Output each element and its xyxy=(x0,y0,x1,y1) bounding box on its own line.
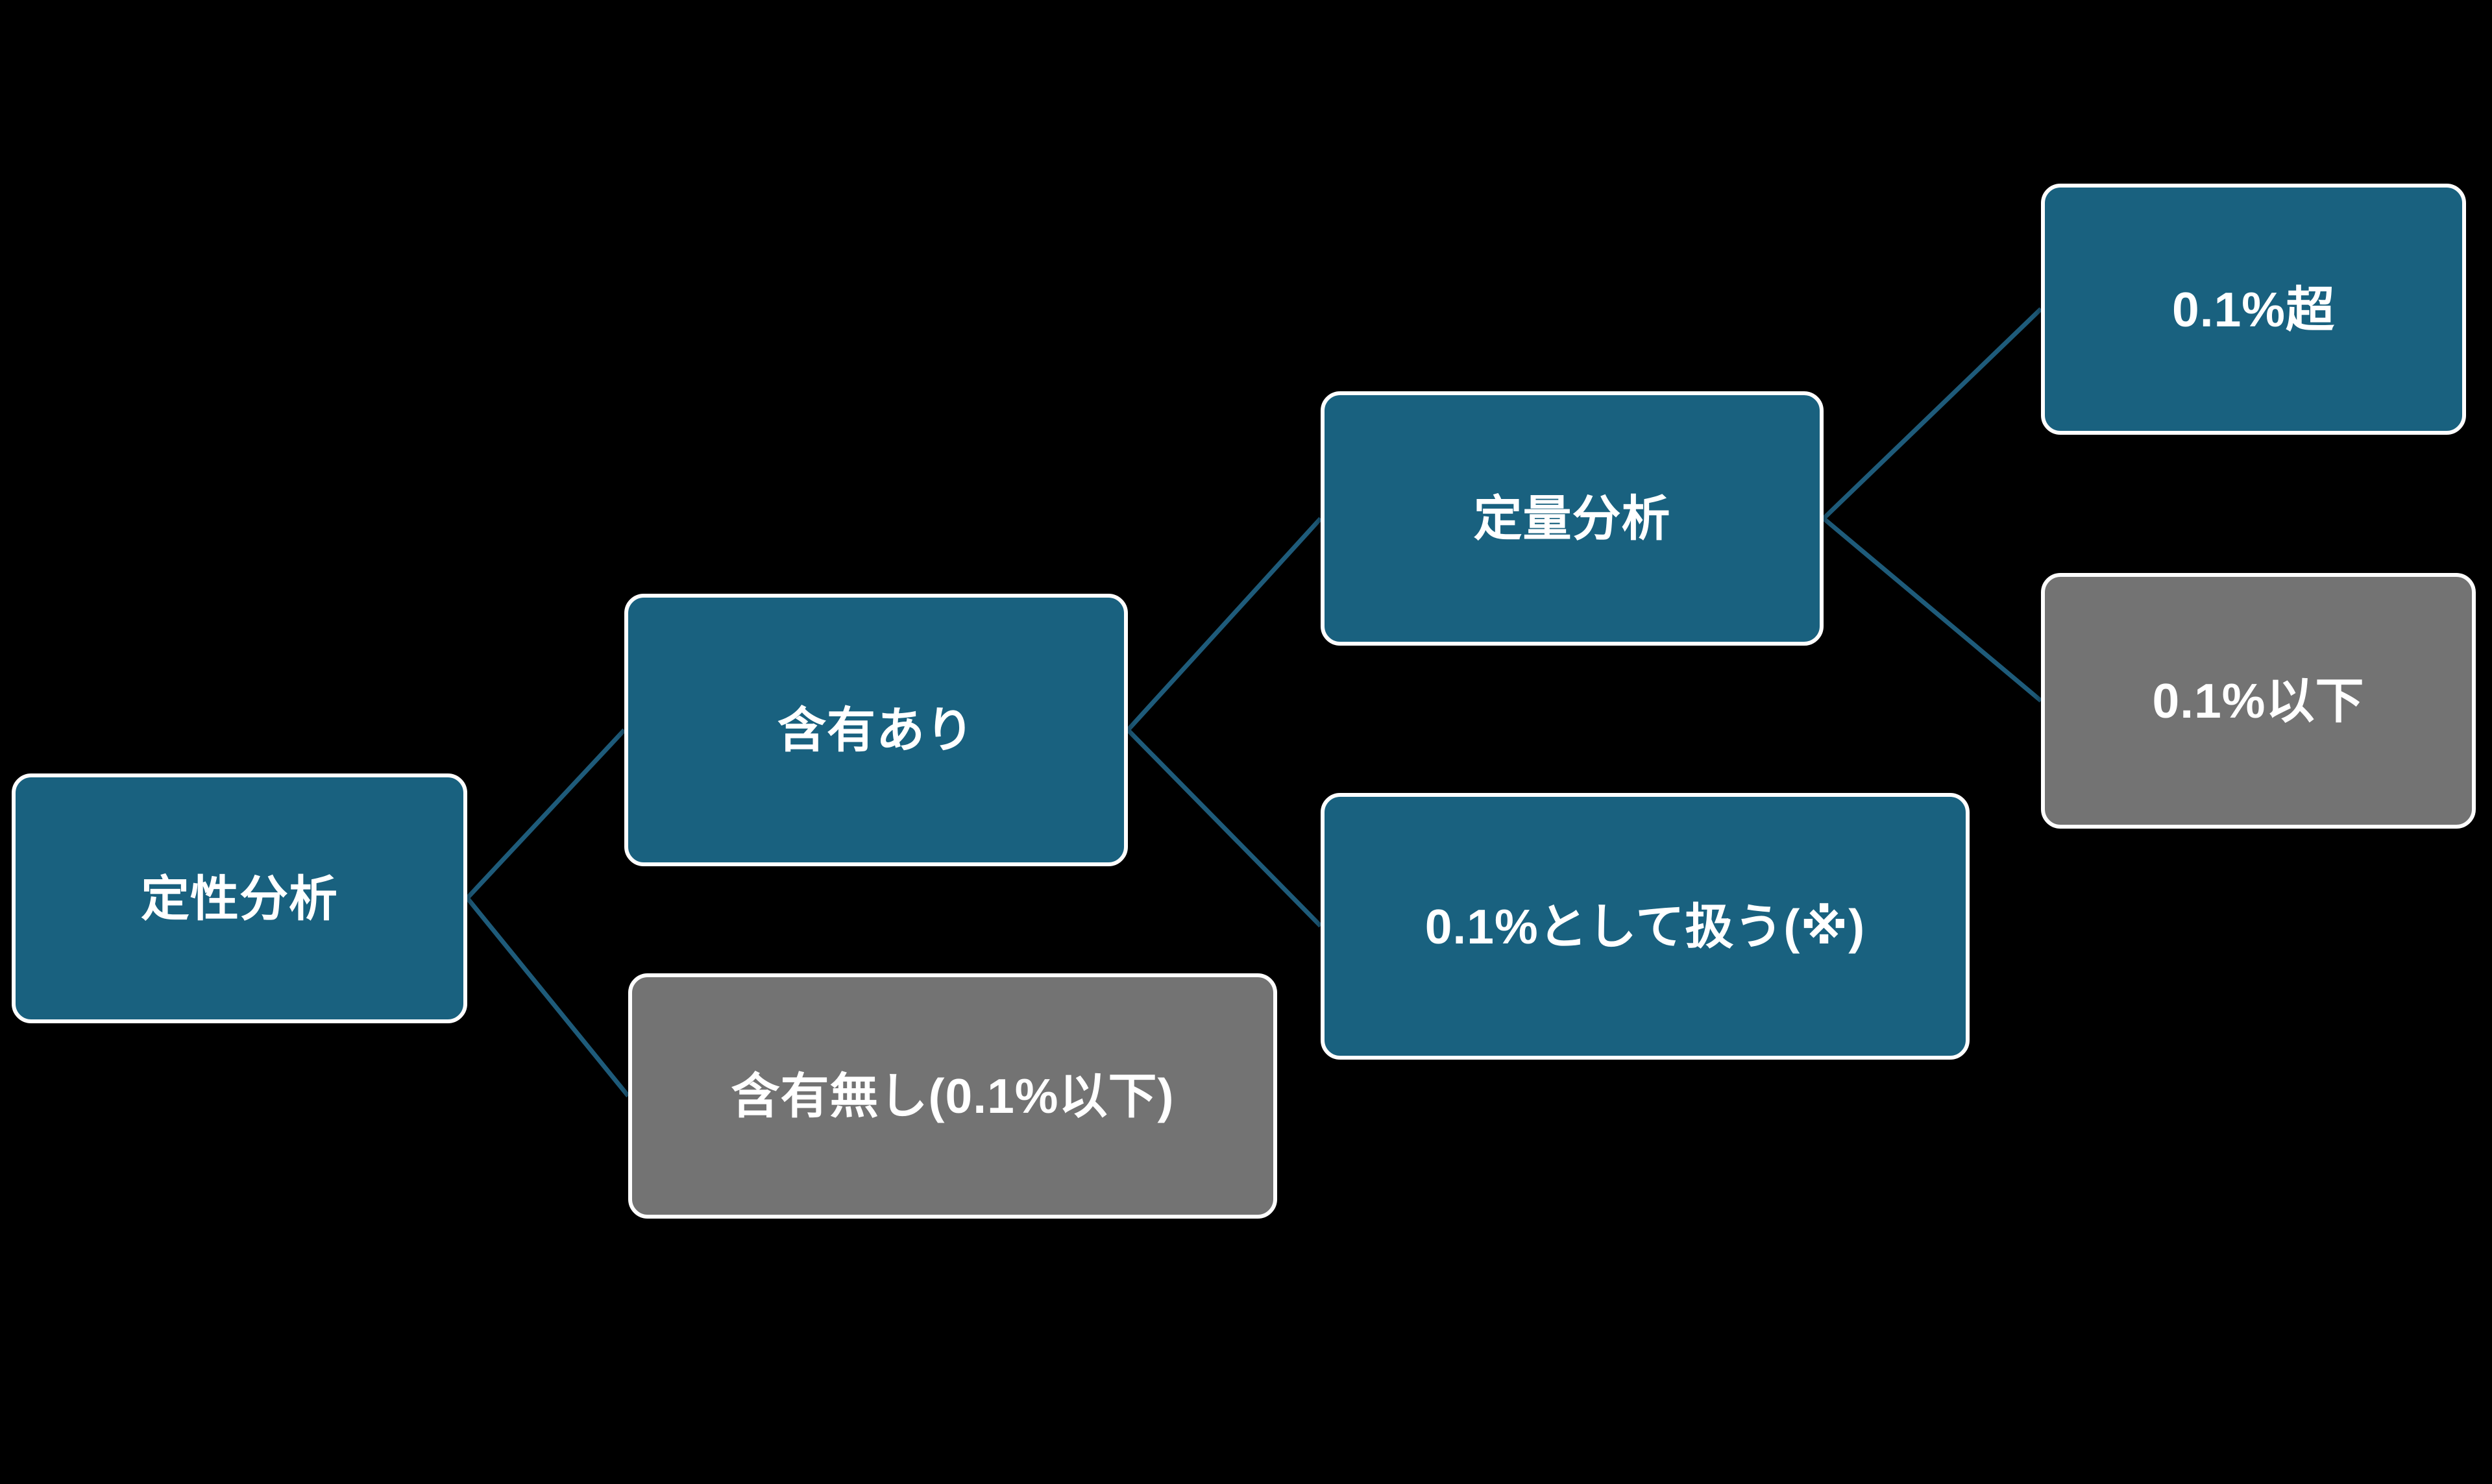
node-over-01: 0.1%超 xyxy=(2041,184,2466,435)
node-treat-as-01: 0.1%として扱う(※) xyxy=(1321,793,1970,1060)
node-over-01-label: 0.1%超 xyxy=(2172,282,2335,337)
connector-contains-to-quantitative xyxy=(1126,517,1323,732)
connector-qualitative-to-no-content xyxy=(465,896,630,1098)
node-no-content-label: 含有無し(0.1%以下) xyxy=(731,1069,1175,1123)
node-qualitative-analysis: 定性分析 xyxy=(12,773,467,1023)
connector-quantitative-to-under-01 xyxy=(1822,517,2043,703)
node-under-01-label: 0.1%以下 xyxy=(2152,674,2365,728)
connector-quantitative-to-over-01 xyxy=(1822,307,2043,520)
connector-qualitative-to-contains xyxy=(465,728,626,900)
node-contains: 含有あり xyxy=(624,594,1128,866)
node-contains-label: 含有あり xyxy=(777,703,975,757)
node-qualitative-analysis-label: 定性分析 xyxy=(140,871,338,926)
node-no-content: 含有無し(0.1%以下) xyxy=(628,973,1277,1219)
node-under-01: 0.1%以下 xyxy=(2041,573,2476,829)
node-quantitative-analysis-label: 定量分析 xyxy=(1473,491,1671,546)
node-quantitative-analysis: 定量分析 xyxy=(1321,391,1824,646)
connector-contains-to-treat-as-01 xyxy=(1126,728,1323,928)
node-treat-as-01-label: 0.1%として扱う(※) xyxy=(1424,899,1866,954)
